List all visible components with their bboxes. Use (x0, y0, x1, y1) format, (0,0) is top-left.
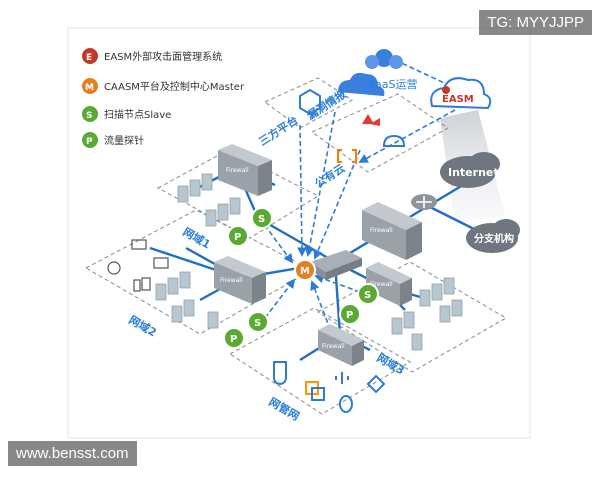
svg-text:扫描节点Slave: 扫描节点Slave (104, 108, 171, 121)
cloud-net-icons (273, 361, 386, 413)
firewall-net1: Firewall (218, 144, 272, 196)
firewall-cloud-net: Firewall (318, 324, 364, 366)
legend-item-master: M CAASM平台及控制中心Master (82, 78, 245, 94)
branch-label: 分支机构 (474, 232, 514, 245)
slave-node-net2 (247, 311, 269, 333)
svg-text:S: S (364, 290, 371, 301)
svg-text:S: S (86, 111, 92, 121)
svg-text:CAASM平台及控制中心Master: CAASM平台及控制中心Master (104, 80, 245, 93)
slave-node-net1 (251, 207, 273, 229)
tablet-icon (141, 277, 151, 291)
svg-text:M: M (85, 83, 94, 93)
printer-icon (153, 257, 169, 269)
svg-text:流量探针: 流量探针 (104, 134, 144, 147)
saas-label: SaaS运营 (368, 77, 417, 91)
probe-node-net1 (227, 225, 249, 247)
third-party-icons (299, 88, 406, 163)
easm-label: EASM (442, 94, 474, 105)
servers-net2 (155, 271, 219, 329)
aliyun-icon (337, 149, 357, 163)
legend-item-probe: P 流量探针 (82, 132, 144, 148)
watermark-top: TG: MYYJJPP (479, 10, 592, 35)
router (411, 194, 437, 210)
servers-net1 (177, 173, 241, 227)
firewall-net3: Firewall (366, 262, 412, 306)
svg-text:M: M (300, 266, 310, 277)
camera-icon (107, 261, 121, 275)
svg-text:P: P (86, 137, 93, 147)
hexagon-icon (299, 88, 321, 116)
legend-item-slave: S 扫描节点Slave (82, 106, 171, 122)
internet-label: Internet (448, 166, 499, 179)
diamond-icon (366, 374, 386, 394)
phone-icon (133, 279, 141, 292)
probe-node-net3 (339, 303, 361, 325)
zone-net1 (156, 149, 320, 239)
huawei-cloud-icon (362, 114, 380, 126)
svg-text:Firewall: Firewall (226, 167, 249, 174)
svg-text:E: E (86, 53, 92, 63)
firewall-main: Firewall (362, 202, 422, 260)
firewalls: Firewall Firewall Firewall Firewall Fire… (214, 144, 422, 366)
zone-cloud-net (229, 307, 412, 415)
svg-text:Firewall: Firewall (370, 227, 393, 234)
slave-node-net3 (357, 283, 379, 305)
saas-operation: SaaS运营 (338, 49, 417, 96)
svg-text:S: S (258, 214, 265, 225)
endpoint-devices (107, 239, 169, 292)
tencent-cloud-icon (382, 134, 406, 147)
svg-text:Firewall: Firewall (370, 281, 393, 288)
svg-text:S: S (254, 318, 261, 329)
svg-text:P: P (346, 310, 353, 321)
capsule-icon (273, 361, 287, 385)
probe-node-net2 (223, 327, 245, 349)
svg-text:EASM外部攻击面管理系统: EASM外部攻击面管理系统 (104, 50, 222, 63)
svg-text:P: P (234, 232, 241, 243)
usb-icon (335, 372, 349, 384)
node-badges: M S P S P S P (223, 207, 379, 349)
internet-cloud: Internet (440, 152, 500, 188)
easm-cloud: EASM (430, 77, 492, 110)
zone-third-party (264, 77, 353, 129)
user-group-icon (375, 49, 393, 67)
saas-cloud-icon (338, 72, 385, 96)
legend-item-easm: E EASM外部攻击面管理系统 (82, 48, 222, 64)
master-node (294, 259, 316, 281)
svg-text:P: P (230, 334, 237, 345)
svg-text:Firewall: Firewall (220, 277, 243, 284)
servers-net3 (391, 277, 463, 351)
firewall-net2: Firewall (214, 256, 266, 304)
watermark-bottom: www.bensst.com (8, 441, 137, 466)
svg-text:Firewall: Firewall (322, 343, 345, 350)
server-clusters (155, 173, 463, 351)
branch-cloud: 分支机构 (466, 219, 520, 253)
legend: E EASM外部攻击面管理系统 M CAASM平台及控制中心Master S 扫… (82, 48, 245, 148)
dashed-arrows (254, 59, 457, 361)
oval-q-icon (339, 395, 354, 413)
laptop-icon (131, 239, 147, 250)
zone-public-cloud (310, 93, 449, 173)
